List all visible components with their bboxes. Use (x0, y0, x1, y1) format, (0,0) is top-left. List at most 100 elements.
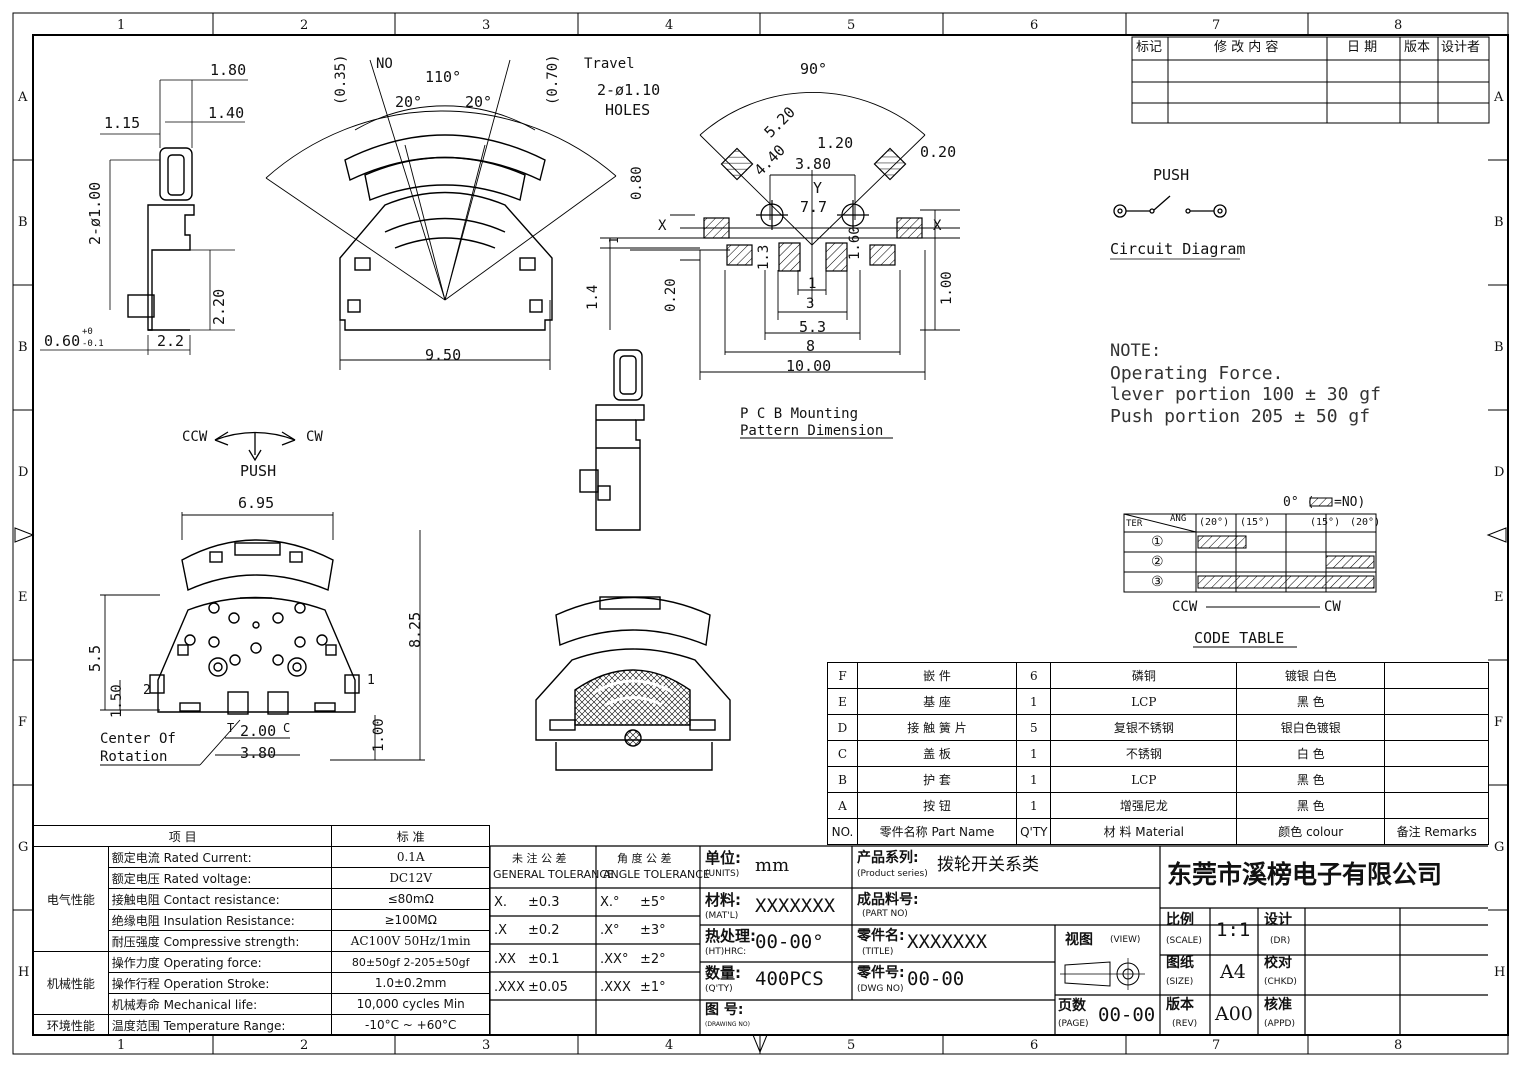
col-label: 6 (1030, 1038, 1039, 1053)
row-label: F (18, 715, 28, 730)
tol-key: X.° (600, 895, 620, 910)
part-no: F (827, 662, 858, 689)
col-label: 5 (847, 18, 856, 33)
spec-label: 温度范围 Temperature Range: (107, 1014, 333, 1036)
code-row: ③ (1151, 574, 1164, 590)
size-value: A4 (1220, 961, 1246, 983)
note-title: NOTE: (1110, 341, 1162, 361)
part-colour: 黑 色 (1236, 766, 1386, 793)
width-dim: 9.50 (425, 346, 462, 364)
col-label: 2 (300, 18, 309, 33)
tol-value: ±3° (640, 923, 666, 938)
ccw-label: CCW (1172, 599, 1198, 615)
col-label: 2 (300, 1038, 309, 1053)
part-colour: 黑 色 (1236, 792, 1386, 819)
heat-en: (HT)HRC: (705, 947, 747, 957)
dim-label: 1.50 (109, 684, 125, 718)
tol-key: .X (494, 923, 508, 938)
spec-row: 环境性能温度范围 Temperature Range:-10°C ~ +60°C (33, 1014, 490, 1036)
size-cn: 图纸 (1166, 955, 1194, 971)
dim-label: 5.5 (86, 644, 104, 672)
page-en: (PAGE) (1058, 1019, 1089, 1029)
holes-label: HOLES (605, 101, 651, 119)
spec-table: 项 目 标 准 电气性能额定电流 Rated Current:0.1A 额定电压… (32, 825, 490, 1036)
tol-value: ±2° (640, 952, 666, 967)
spec-value: DC12V (331, 867, 490, 889)
part-name: 嵌 件 (856, 662, 1018, 689)
spec-label: 操作行程 Operation Stroke: (107, 972, 333, 994)
dwg-value: 00-00 (907, 968, 965, 990)
terminal-label: T (227, 721, 235, 735)
units-value: mm (755, 855, 790, 876)
col-name: 零件名称 Part Name (856, 818, 1018, 845)
dim-label: 1.00 (371, 718, 387, 752)
note-line: Operating Force. (1110, 363, 1284, 384)
drawing-cn: 图 号: (705, 1002, 744, 1018)
dim-label: 1.4 (585, 284, 601, 310)
tol-value: ±1° (640, 980, 666, 995)
push-label: PUSH (1153, 166, 1190, 184)
appd-cn: 核准 (1264, 997, 1292, 1013)
spec-value: 0.1A (331, 846, 490, 868)
part-remarks (1384, 792, 1489, 819)
page-value: 00-00 (1098, 1004, 1156, 1026)
dim-label: 3.80 (795, 155, 832, 173)
scale-cn: 比例 (1166, 912, 1194, 928)
ang-label: ANG (1170, 514, 1187, 524)
part-remarks (1384, 714, 1489, 741)
dim-label: 0.80 (629, 166, 645, 200)
col-label: 8 (1394, 1038, 1403, 1053)
no-label: NO (376, 56, 393, 72)
dim-label: 8 (806, 337, 816, 355)
rev-header: 日 期 (1347, 40, 1378, 55)
terminal-label: C (283, 721, 291, 735)
dwg-cn: 零件号: (857, 965, 905, 981)
material-cn: 材料: (705, 891, 741, 909)
dim-label: 1.40 (208, 104, 245, 122)
angle-col: (15°) (1240, 517, 1271, 528)
part-no: A (827, 792, 858, 819)
general-tol-cn: 未 注 公 差 (512, 852, 567, 865)
spec-item-header: 项 目 (32, 825, 333, 847)
part-colour: 银白色镀银 (1236, 714, 1386, 741)
row-label: B (18, 215, 28, 230)
tol-key: .X° (600, 923, 620, 938)
qty-value: 400PCS (755, 968, 824, 990)
units-en: (UNITS) (705, 869, 740, 879)
scale-en: (SCALE) (1166, 936, 1202, 946)
col-label: 1 (117, 18, 126, 33)
spec-label: 耐压强度 Compressive strength: (107, 930, 333, 952)
dim-label: 1.60 (847, 226, 863, 260)
row-label: F (1494, 715, 1504, 730)
dim-left: (0.35) (333, 54, 349, 105)
part-remarks (1384, 662, 1489, 689)
col-label: 4 (665, 1038, 674, 1053)
col-label: 6 (1030, 18, 1039, 33)
part-qty: 1 (1016, 792, 1052, 819)
terminal-label: 1 (367, 673, 375, 688)
travel-label: Travel (584, 56, 635, 72)
units-cn: 单位: (705, 849, 741, 867)
spec-label: 机械寿命 Mechanical life: (107, 993, 333, 1015)
col-colour: 颜色 colour (1236, 818, 1386, 845)
note-line: lever portion 100 ± 30 gf (1110, 384, 1381, 405)
code-table-caption: CODE TABLE (1194, 629, 1285, 647)
part-material: 磷铜 (1050, 662, 1238, 689)
ter-label: TER (1126, 519, 1143, 529)
row-label: H (18, 965, 30, 980)
tol-key: .XXX (494, 980, 525, 995)
cw-label: CW (1324, 599, 1341, 615)
series-cn: 产品系列: (857, 850, 919, 866)
spec-label: 接触电阻 Contact resistance: (107, 888, 333, 910)
size-en: (SIZE) (1166, 977, 1194, 987)
cw-label: CW (306, 429, 323, 445)
row-label: G (1494, 840, 1505, 855)
spec-value: ≤80mΩ (331, 888, 490, 910)
dwg-en: (DWG NO) (857, 984, 904, 994)
tol-value: ±0.05 (528, 980, 568, 995)
part-no: E (827, 688, 858, 715)
